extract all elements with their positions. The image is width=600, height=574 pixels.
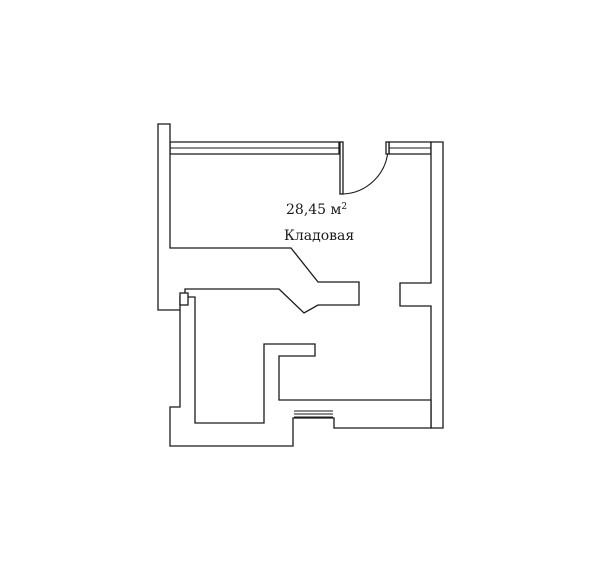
inner-wall-block: [169, 296, 432, 447]
bottom-window: [294, 410, 333, 418]
door: [339, 141, 390, 195]
right-wall: [399, 141, 444, 429]
left-jamb: [179, 292, 189, 306]
room-name-label: Кладовая: [284, 228, 355, 244]
room-area-label: 28,45 м2: [286, 202, 348, 218]
